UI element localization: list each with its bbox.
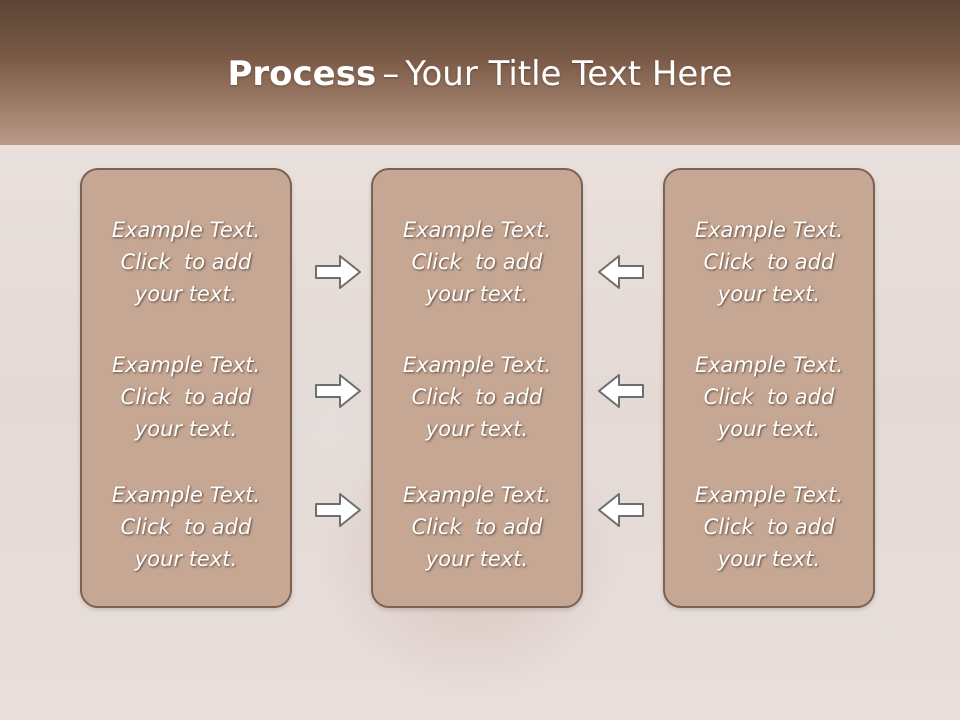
text-line: Example Text. xyxy=(111,353,261,377)
text-line: your text. xyxy=(717,417,821,441)
text-line: Click to add xyxy=(411,515,543,539)
arrow-right-icon xyxy=(315,493,361,527)
arrow-right-icon xyxy=(315,374,361,408)
title-bar: Process–Your Title Text Here xyxy=(0,0,960,145)
text-item[interactable]: Example Text. Click to add your text. xyxy=(82,349,290,445)
text-line: Click to add xyxy=(120,250,252,274)
text-item[interactable]: Example Text. Click to add your text. xyxy=(665,214,873,310)
arrow-left-icon xyxy=(598,493,644,527)
text-line: your text. xyxy=(717,282,821,306)
text-line: your text. xyxy=(134,417,238,441)
text-line: Example Text. xyxy=(694,483,844,507)
text-box-center[interactable]: Example Text. Click to add your text. Ex… xyxy=(371,168,583,608)
arrow-right-icon xyxy=(315,255,361,289)
text-line: Example Text. xyxy=(402,353,552,377)
text-line: your text. xyxy=(134,282,238,306)
text-item[interactable]: Example Text. Click to add your text. xyxy=(82,214,290,310)
text-line: Click to add xyxy=(703,515,835,539)
text-line: your text. xyxy=(134,547,238,571)
text-line: Example Text. xyxy=(402,218,552,242)
text-line: your text. xyxy=(425,417,529,441)
text-box-left[interactable]: Example Text. Click to add your text. Ex… xyxy=(80,168,292,608)
title-separator: – xyxy=(382,54,400,94)
text-line: your text. xyxy=(425,547,529,571)
text-line: Click to add xyxy=(411,250,543,274)
text-line: Click to add xyxy=(120,385,252,409)
text-line: your text. xyxy=(425,282,529,306)
text-item[interactable]: Example Text. Click to add your text. xyxy=(373,349,581,445)
title-bold: Process xyxy=(227,54,377,94)
text-line: Example Text. xyxy=(111,483,261,507)
text-item[interactable]: Example Text. Click to add your text. xyxy=(665,479,873,575)
text-box-right[interactable]: Example Text. Click to add your text. Ex… xyxy=(663,168,875,608)
text-line: Click to add xyxy=(120,515,252,539)
text-line: your text. xyxy=(717,547,821,571)
text-line: Example Text. xyxy=(694,353,844,377)
arrow-left-icon xyxy=(598,255,644,289)
text-item[interactable]: Example Text. Click to add your text. xyxy=(82,479,290,575)
text-line: Click to add xyxy=(703,385,835,409)
text-line: Click to add xyxy=(411,385,543,409)
text-line: Click to add xyxy=(703,250,835,274)
text-item[interactable]: Example Text. Click to add your text. xyxy=(665,349,873,445)
text-line: Example Text. xyxy=(694,218,844,242)
text-item[interactable]: Example Text. Click to add your text. xyxy=(373,479,581,575)
text-item[interactable]: Example Text. Click to add your text. xyxy=(373,214,581,310)
title-rest: Your Title Text Here xyxy=(405,54,733,94)
slide-title[interactable]: Process–Your Title Text Here xyxy=(0,52,960,96)
text-line: Example Text. xyxy=(402,483,552,507)
arrow-left-icon xyxy=(598,374,644,408)
text-line: Example Text. xyxy=(111,218,261,242)
